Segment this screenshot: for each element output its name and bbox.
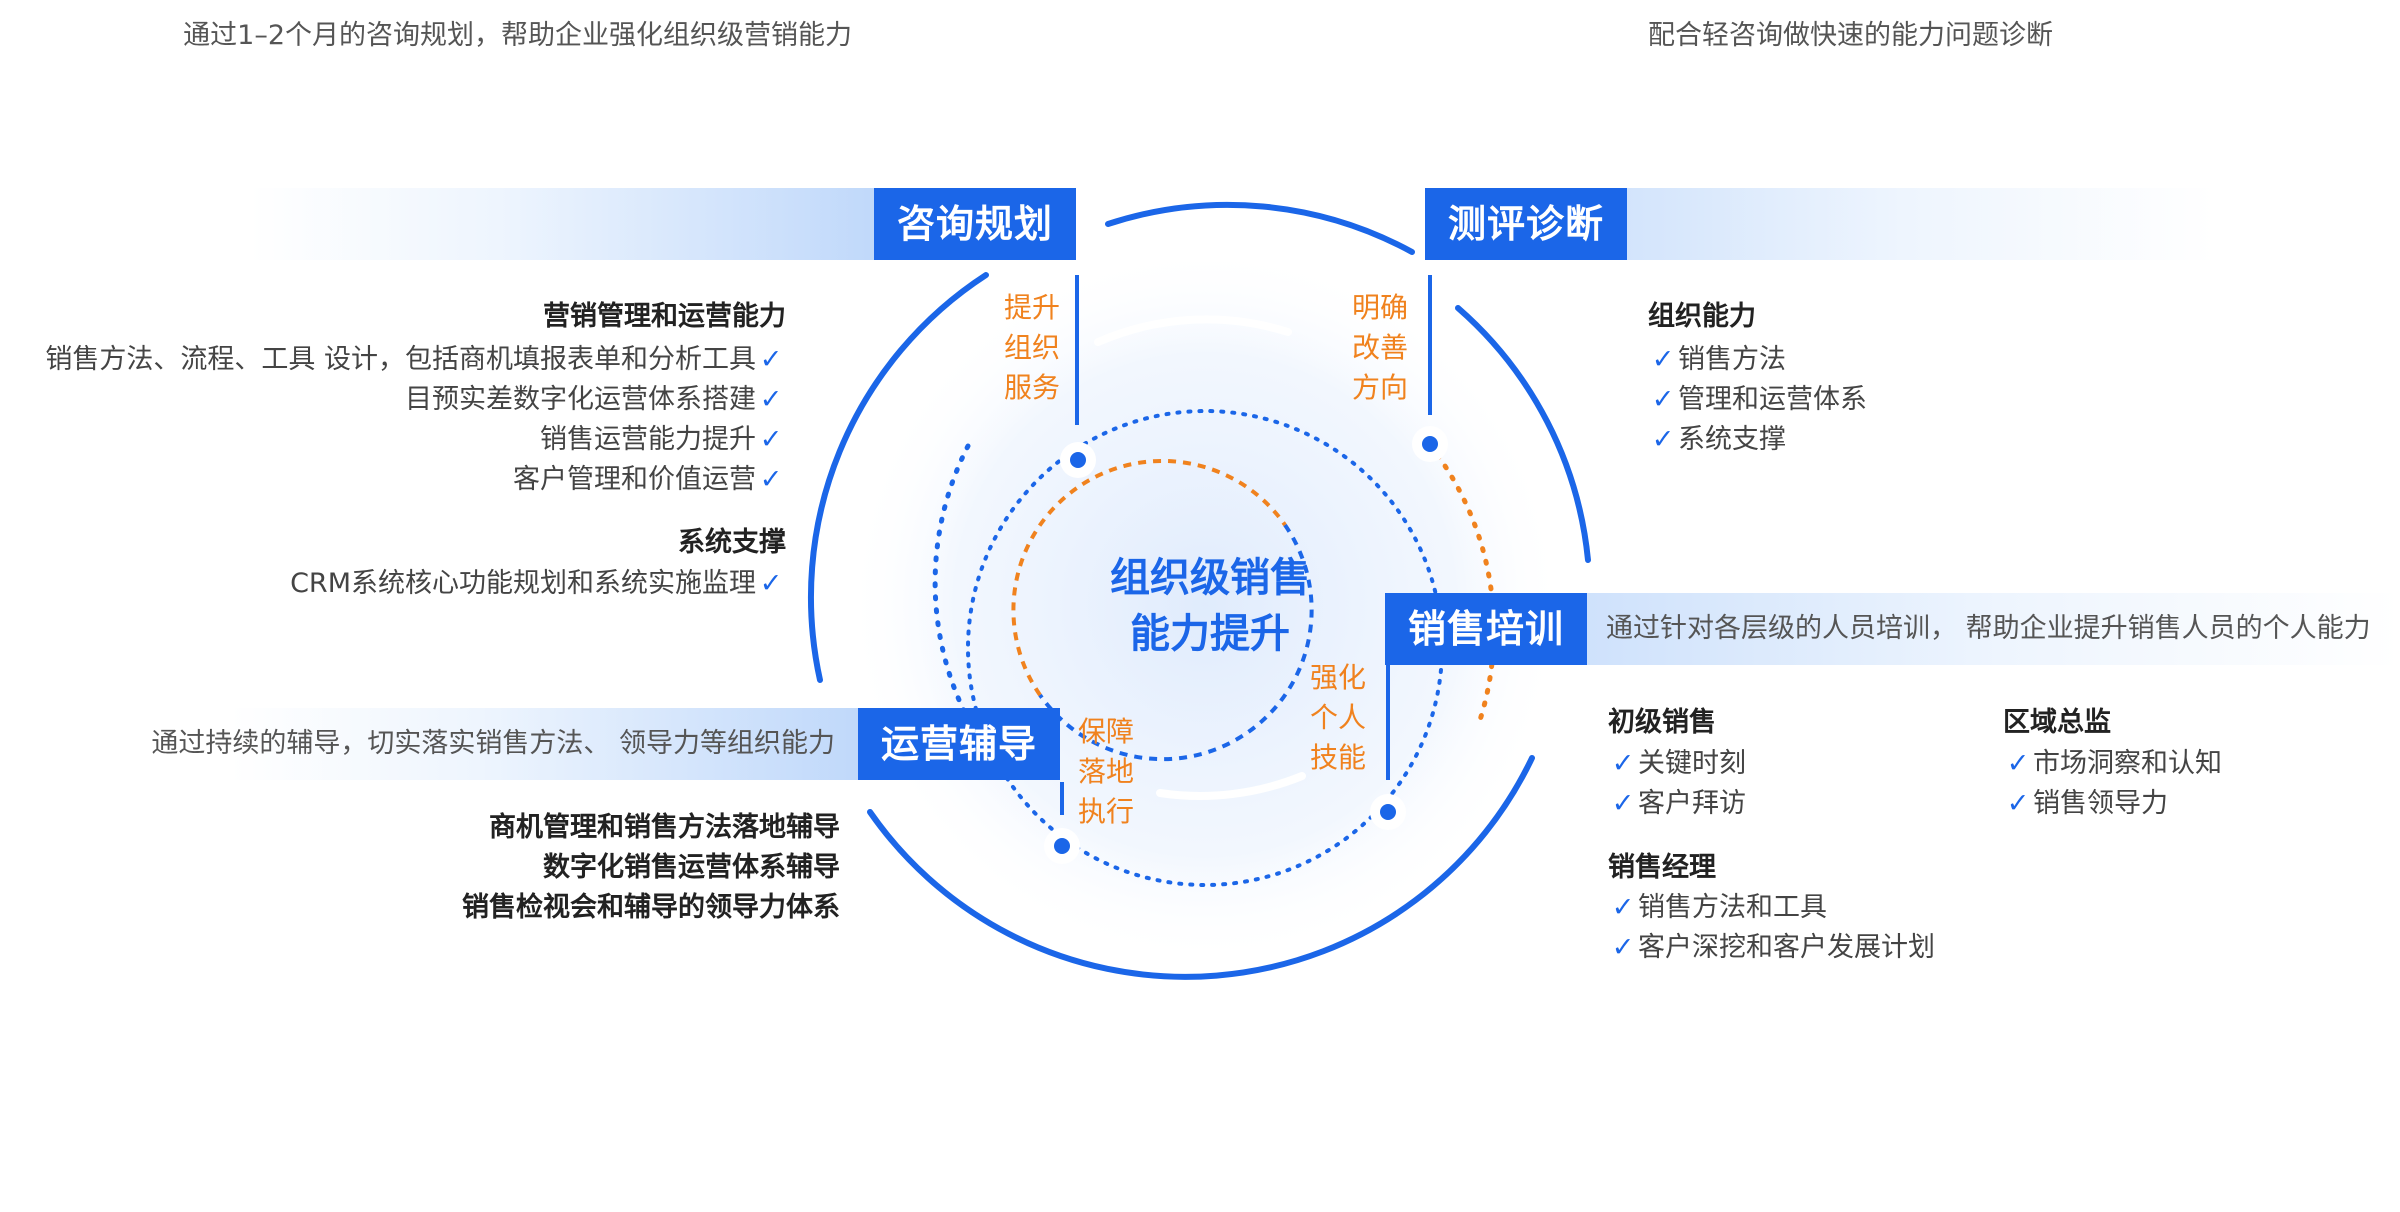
coaching-item: 商机管理和销售方法落地辅导 bbox=[489, 812, 840, 843]
outer-ring-arc-right bbox=[1455, 305, 1591, 563]
training-item: ✓销售领导力 bbox=[2003, 784, 2168, 824]
check-icon: ✓ bbox=[2006, 788, 2030, 819]
training-heading-junior: 初级销售 bbox=[1608, 707, 1716, 738]
assess-inner-label: 明确 改善 方向 bbox=[1351, 291, 1408, 404]
consult-item: CRM系统核心功能规划和系统实施监理✓ bbox=[290, 564, 786, 604]
consult-heading-2: 系统支撑 bbox=[678, 527, 786, 558]
assess-heading: 组织能力 bbox=[1648, 301, 1756, 332]
check-icon: ✓ bbox=[1611, 748, 1635, 779]
center-title-line2: 能力提升 bbox=[1130, 611, 1290, 657]
check-icon: ✓ bbox=[1651, 384, 1675, 415]
consult-heading-1: 营销管理和运营能力 bbox=[543, 301, 786, 332]
center-ring-orange bbox=[1011, 458, 1287, 697]
training-title: 销售培训 bbox=[1385, 593, 1587, 665]
outer-ring-arc-left bbox=[807, 272, 989, 683]
node-coaching bbox=[1044, 828, 1080, 864]
check-icon: ✓ bbox=[1611, 932, 1635, 963]
training-item: ✓客户拜访 bbox=[1608, 784, 1746, 824]
consult-item: 客户管理和价值运营✓ bbox=[513, 460, 786, 500]
consult-item: 销售运营能力提升✓ bbox=[540, 420, 786, 460]
coaching-item: 销售检视会和辅导的领导力体系 bbox=[462, 892, 840, 923]
node-consult bbox=[1060, 442, 1096, 478]
highlight-arc-top bbox=[1094, 315, 1292, 346]
assess-title: 测评诊断 bbox=[1425, 188, 1627, 260]
outer-ring-arc-top bbox=[1105, 201, 1415, 255]
check-icon: ✓ bbox=[759, 344, 783, 375]
check-icon: ✓ bbox=[1611, 788, 1635, 819]
center-glow bbox=[845, 245, 1565, 965]
check-icon: ✓ bbox=[759, 568, 783, 599]
middle-ring-dots-right bbox=[1427, 442, 1497, 723]
consult-band bbox=[250, 188, 880, 260]
coaching-band bbox=[230, 708, 862, 780]
node-assess bbox=[1412, 426, 1448, 462]
check-icon: ✓ bbox=[759, 384, 783, 415]
coaching-inner-label: 保障 落地 执行 bbox=[1077, 715, 1134, 828]
training-heading-manager: 销售经理 bbox=[1608, 852, 1716, 883]
consult-item: 目预实差数字化运营体系搭建✓ bbox=[405, 380, 786, 420]
coaching-title: 运营辅导 bbox=[858, 708, 1060, 780]
check-icon: ✓ bbox=[1651, 344, 1675, 375]
center-title: 组织级销售 能力提升 bbox=[1030, 550, 1390, 662]
consult-desc: 通过1–2个月的咨询规划，帮助企业强化组织级营销能力 bbox=[183, 20, 852, 51]
assess-desc: 配合轻咨询做快速的能力问题诊断 bbox=[1648, 20, 2053, 51]
training-item: ✓关键时刻 bbox=[1608, 744, 1746, 784]
check-icon: ✓ bbox=[759, 424, 783, 455]
center-title-line1: 组织级销售 bbox=[1110, 555, 1310, 601]
training-item: ✓客户深挖和客户发展计划 bbox=[1608, 928, 1935, 968]
consult-inner-label: 提升 组织 服务 bbox=[1003, 291, 1060, 404]
node-training bbox=[1370, 794, 1406, 830]
assess-item: ✓销售方法 bbox=[1648, 340, 1786, 380]
training-item: ✓市场洞察和认知 bbox=[2003, 744, 2222, 784]
check-icon: ✓ bbox=[2006, 748, 2030, 779]
training-desc: 通过针对各层级的人员培训， 帮助企业提升销售人员的个人能力 bbox=[1606, 613, 2371, 644]
check-icon: ✓ bbox=[759, 464, 783, 495]
training-inner-label: 强化 个人 技能 bbox=[1309, 661, 1366, 774]
check-icon: ✓ bbox=[1611, 892, 1635, 923]
highlight-arc-bottom bbox=[1156, 772, 1306, 800]
training-item: ✓销售方法和工具 bbox=[1608, 888, 1827, 928]
assess-item: ✓管理和运营体系 bbox=[1648, 380, 1867, 420]
consult-item: 销售方法、流程、工具 设计，包括商机填报表单和分析工具✓ bbox=[45, 340, 786, 380]
coaching-desc: 通过持续的辅导，切实落实销售方法、 领导力等组织能力 bbox=[151, 728, 835, 759]
coaching-item: 数字化销售运营体系辅导 bbox=[543, 852, 840, 883]
assess-item: ✓系统支撑 bbox=[1648, 420, 1786, 460]
consult-title: 咨询规划 bbox=[874, 188, 1076, 260]
outer-ring-arc-bottom bbox=[867, 755, 1535, 980]
center-ring-blue bbox=[1038, 523, 1314, 762]
check-icon: ✓ bbox=[1651, 424, 1675, 455]
training-heading-director: 区域总监 bbox=[2003, 707, 2111, 738]
